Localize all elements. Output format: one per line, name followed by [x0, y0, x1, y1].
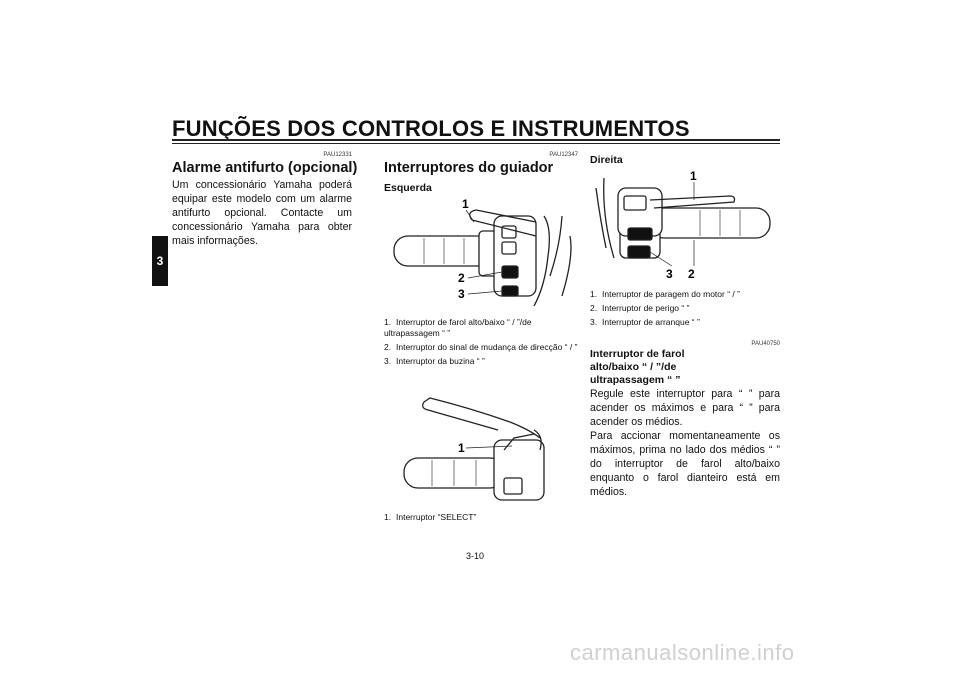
page-number: 3-10: [466, 551, 485, 561]
fig3-label-3: 3: [666, 267, 673, 280]
section-heading-switches: Interruptores do guiador: [384, 160, 554, 176]
caption-start: 3.Interruptor de arranque “ ”: [590, 317, 700, 327]
fig1-label-2: 2: [458, 271, 465, 285]
section-code: PAU12331: [323, 152, 352, 158]
fig2-label-1: 1: [458, 441, 465, 455]
fig1-captions: 1.Interruptor de farol alto/baixo “ / ”/…: [384, 317, 578, 367]
section-code: PAU40750: [751, 341, 780, 347]
select-switch-figure: 1: [403, 397, 545, 501]
caption-3: 3.Interruptor da buzina “ ”: [384, 356, 485, 366]
fig3-label-2: 2: [688, 267, 695, 280]
caption-select: 1.Interruptor “SELECT”: [384, 512, 477, 522]
fig3-captions: 1.Interruptor de paragem do motor “ / ” …: [590, 289, 780, 328]
caption-1: 1.Interruptor de farol alto/baixo “ / ”/…: [384, 317, 532, 338]
header-rule-thin: [172, 143, 780, 144]
headlight-body: Regule este interruptor para “ ” para ac…: [590, 388, 780, 498]
header-rule: [172, 139, 780, 141]
section-heading-alarm: Alarme antifurto (opcional): [172, 160, 358, 176]
caption-stop: 1.Interruptor de paragem do motor “ / ”: [590, 289, 740, 299]
subheading-right: Direita: [590, 154, 623, 166]
fig3-label-1: 1: [690, 169, 697, 183]
section-code: PAU12347: [549, 152, 578, 158]
left-handlebar-figure: 1 2 3: [393, 197, 572, 306]
section-heading-headlight: Interruptor de farol alto/baixo “ / ”/de…: [590, 348, 685, 386]
fig1-label-3: 3: [458, 287, 465, 301]
fig1-label-1: 1: [462, 197, 469, 211]
caption-hazard: 2.Interruptor de perigo “ ”: [590, 303, 690, 313]
alarm-body: Um concessionário Yamaha poderá equipar …: [172, 179, 352, 247]
caption-2: 2.Interruptor do sinal de mudança de dir…: [384, 342, 578, 352]
subheading-left: Esquerda: [384, 182, 432, 194]
right-handlebar-figure: 1 3 2: [595, 169, 771, 280]
page-title: FUNÇÕES DOS CONTROLOS E INSTRUMENTOS: [172, 116, 690, 141]
chapter-tab: 3: [152, 236, 168, 286]
watermark: carmanualsonline.info: [570, 640, 795, 665]
